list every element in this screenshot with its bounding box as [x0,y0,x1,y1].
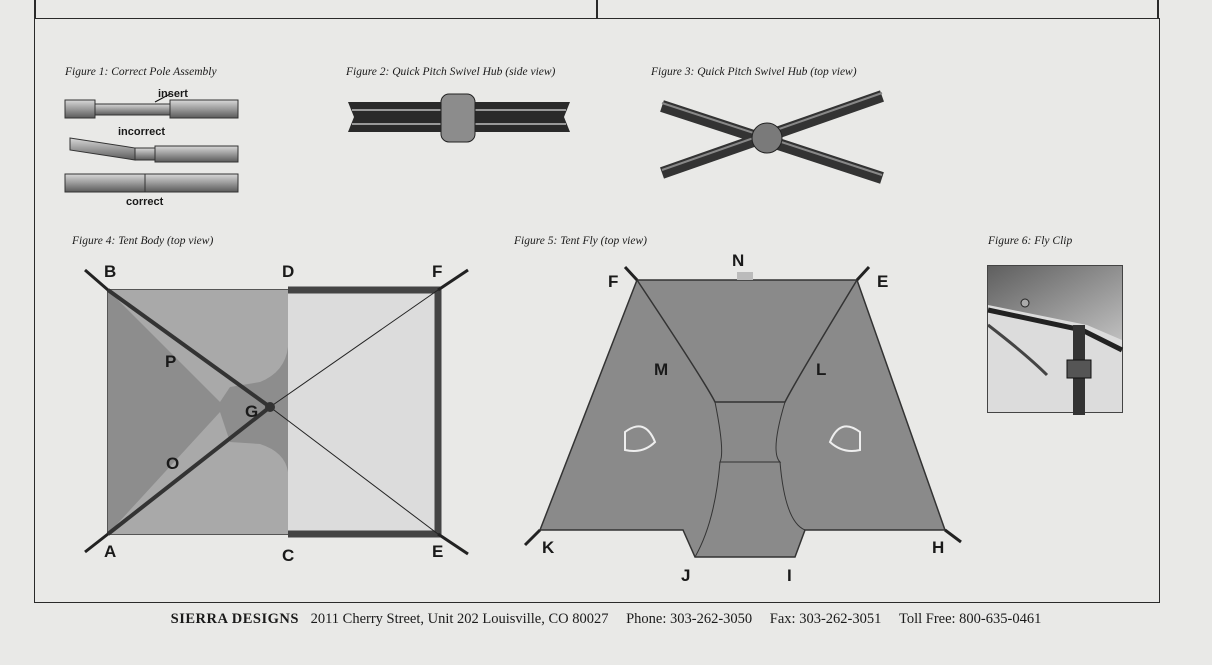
top-divider-middle [596,0,598,18]
correct-label: correct [126,196,164,208]
tent-body-label-b: B [104,262,117,281]
tent-fly-label-j: J [681,566,691,585]
figure-4-caption: Figure 4: Tent Body (top view) [72,235,214,247]
tent-fly-label-i: I [787,566,792,585]
top-divider-left [34,0,36,18]
tent-body-label-c: C [282,546,295,565]
footer-phone: Phone: 303-262-3050 [626,611,753,627]
figure-5-tent-fly [523,265,962,558]
tent-body-label-g: G [245,402,259,421]
tent-body-label-d: D [282,262,295,281]
insert-label: insert [158,88,188,100]
tent-body-label-f: F [432,262,443,281]
footer-address: 2011 Cherry Street, Unit 202 Louisville,… [310,611,609,627]
footer-fax: Fax: 303-262-3051 [769,611,882,627]
tent-fly-label-e: E [877,272,889,291]
tent-body-label-p: P [165,352,177,371]
tent-fly-label-n: N [732,251,745,270]
figure-3-caption: Figure 3: Quick Pitch Swivel Hub (top vi… [651,66,857,78]
figure-5-caption: Figure 5: Tent Fly (top view) [514,235,647,247]
tent-body-label-a: A [104,542,117,561]
figure-2-caption: Figure 2: Quick Pitch Swivel Hub (side v… [346,66,556,78]
tent-fly-label-h: H [932,538,945,557]
tent-fly-label-m: M [654,360,669,379]
top-divider-right [1157,0,1159,18]
figure-1-caption: Figure 1: Correct Pole Assembly [65,66,217,78]
figure-2-swivel-hub-side [348,93,570,143]
footer: SIERRA DESIGNS 2011 Cherry Street, Unit … [0,611,1212,628]
figure-6-fly-clip [987,265,1124,415]
footer-tollfree: Toll Free: 800-635-0461 [898,611,1042,627]
tent-body-label-e: E [432,542,444,561]
footer-brand: SIERRA DESIGNS [170,611,299,627]
figure-6-caption: Figure 6: Fly Clip [988,235,1073,247]
figure-1-pole-assembly [64,93,239,193]
figure-3-swivel-hub-top [660,90,884,184]
figure-4-tent-body [84,268,469,556]
incorrect-label: incorrect [118,126,166,138]
figures-frame [34,18,1160,603]
tent-fly-label-l: L [816,360,827,379]
tent-body-label-o: O [166,454,180,473]
tent-fly-label-f: F [608,272,619,291]
tent-fly-label-k: K [542,538,555,557]
